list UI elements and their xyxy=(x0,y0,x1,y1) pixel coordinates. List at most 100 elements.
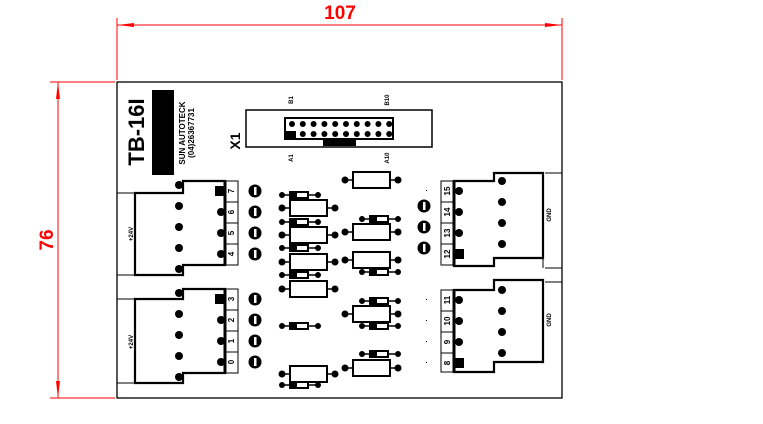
terminal-pin xyxy=(455,338,463,346)
pin1-marker xyxy=(454,249,464,259)
diode xyxy=(279,244,321,252)
resistor xyxy=(278,280,339,298)
pin-number: 3 xyxy=(227,296,236,301)
led-icon xyxy=(417,220,431,234)
diode xyxy=(359,215,401,223)
x1-pin xyxy=(386,121,393,127)
resistor xyxy=(341,305,402,323)
x1-pin xyxy=(375,121,382,127)
pin-number: 8 xyxy=(443,360,452,365)
resistor xyxy=(341,171,402,189)
label-blackbox xyxy=(152,90,174,175)
x1-pin xyxy=(332,131,339,137)
led-icon xyxy=(417,241,431,255)
screw-terminal xyxy=(175,265,183,273)
pin1-marker xyxy=(215,186,225,196)
screw-terminal xyxy=(498,198,506,206)
led-icon xyxy=(248,355,262,369)
diode xyxy=(279,271,321,279)
screw-terminal xyxy=(498,177,506,185)
screw-terminal xyxy=(175,202,183,210)
terminal-pin xyxy=(217,229,225,237)
pin-number: 9 xyxy=(443,339,452,344)
pin-number: 14 xyxy=(443,207,452,216)
pin-number: 4 xyxy=(227,251,236,256)
pin-number: 7 xyxy=(227,188,236,193)
terminal-pin xyxy=(217,208,225,216)
pin-number: 0 xyxy=(227,359,236,364)
x1-pin-b10: B10 xyxy=(385,94,391,106)
pin1-marker xyxy=(454,358,464,368)
x1-pin xyxy=(364,121,371,127)
pin-number: 10 xyxy=(443,316,452,325)
screw-terminal xyxy=(498,219,506,227)
led-icon xyxy=(248,205,262,219)
diode xyxy=(359,322,401,330)
x1-pin-b1: B1 xyxy=(289,96,295,104)
diode xyxy=(359,297,401,305)
height-dimension-label: 76 xyxy=(37,229,58,250)
x1-pin-a10: A10 xyxy=(385,152,391,164)
x1-pin xyxy=(343,121,349,127)
maker-name: SUN AUTOTECK xyxy=(178,101,187,164)
screw-terminal xyxy=(498,307,506,315)
resistor xyxy=(341,251,402,269)
arrow-right-icon xyxy=(545,23,562,27)
board-outline xyxy=(116,81,563,399)
screw-terminal xyxy=(175,373,183,381)
right-upper-label: GND xyxy=(547,208,553,222)
screw-terminal xyxy=(175,331,183,339)
terminal-pin xyxy=(455,317,463,325)
pin-number: 2 xyxy=(227,317,236,322)
x1-pin xyxy=(310,131,317,137)
screw-terminal xyxy=(498,240,506,248)
terminal-pin xyxy=(455,229,463,237)
pin-number: 5 xyxy=(227,230,236,235)
terminal-pin xyxy=(455,187,463,195)
led-icon xyxy=(248,184,262,198)
screw-terminal xyxy=(498,328,506,336)
terminal-pin xyxy=(455,208,463,216)
pin-number: 15 xyxy=(443,186,452,195)
terminal-pin xyxy=(217,337,225,345)
diode xyxy=(359,350,401,358)
terminal-pin xyxy=(217,316,225,324)
led-icon xyxy=(248,334,262,348)
x1-pin xyxy=(299,121,306,127)
x1-label: X1 xyxy=(227,132,243,149)
x1-pin xyxy=(364,131,371,137)
x1-pin xyxy=(321,121,328,127)
diode xyxy=(279,218,321,226)
screw-terminal xyxy=(175,223,183,231)
led-icon xyxy=(248,247,262,261)
pin-number: 11 xyxy=(443,295,452,304)
resistor xyxy=(278,226,339,244)
pin-number: 6 xyxy=(227,209,236,214)
resistor xyxy=(278,365,339,383)
diode xyxy=(279,322,321,330)
screw-terminal xyxy=(175,244,183,252)
x1-pin-a1: A1 xyxy=(289,154,295,162)
screw-terminal xyxy=(175,310,183,318)
pin-number: 13 xyxy=(443,228,452,237)
arrow-down-icon xyxy=(56,381,60,398)
left-lower-voltage: +24V xyxy=(129,335,135,349)
terminal-pin xyxy=(455,296,463,304)
x1-pin xyxy=(332,121,339,127)
x1-pin xyxy=(353,121,360,127)
x1-pin xyxy=(299,131,306,137)
led-icon xyxy=(417,199,431,213)
pin-number: 12 xyxy=(443,249,452,258)
x1-pin xyxy=(386,131,393,137)
diode xyxy=(279,381,321,389)
width-dimension-label: 107 xyxy=(324,3,356,24)
screw-terminal xyxy=(175,289,183,297)
led-icon xyxy=(248,313,262,327)
led-icon xyxy=(248,292,262,306)
x1-pin xyxy=(343,131,349,137)
screw-terminal xyxy=(498,349,506,357)
screw-terminal xyxy=(498,286,506,294)
height-dimension: 76 xyxy=(37,81,115,399)
terminal-pin xyxy=(217,250,225,258)
left-upper-voltage: +24V xyxy=(129,227,135,241)
